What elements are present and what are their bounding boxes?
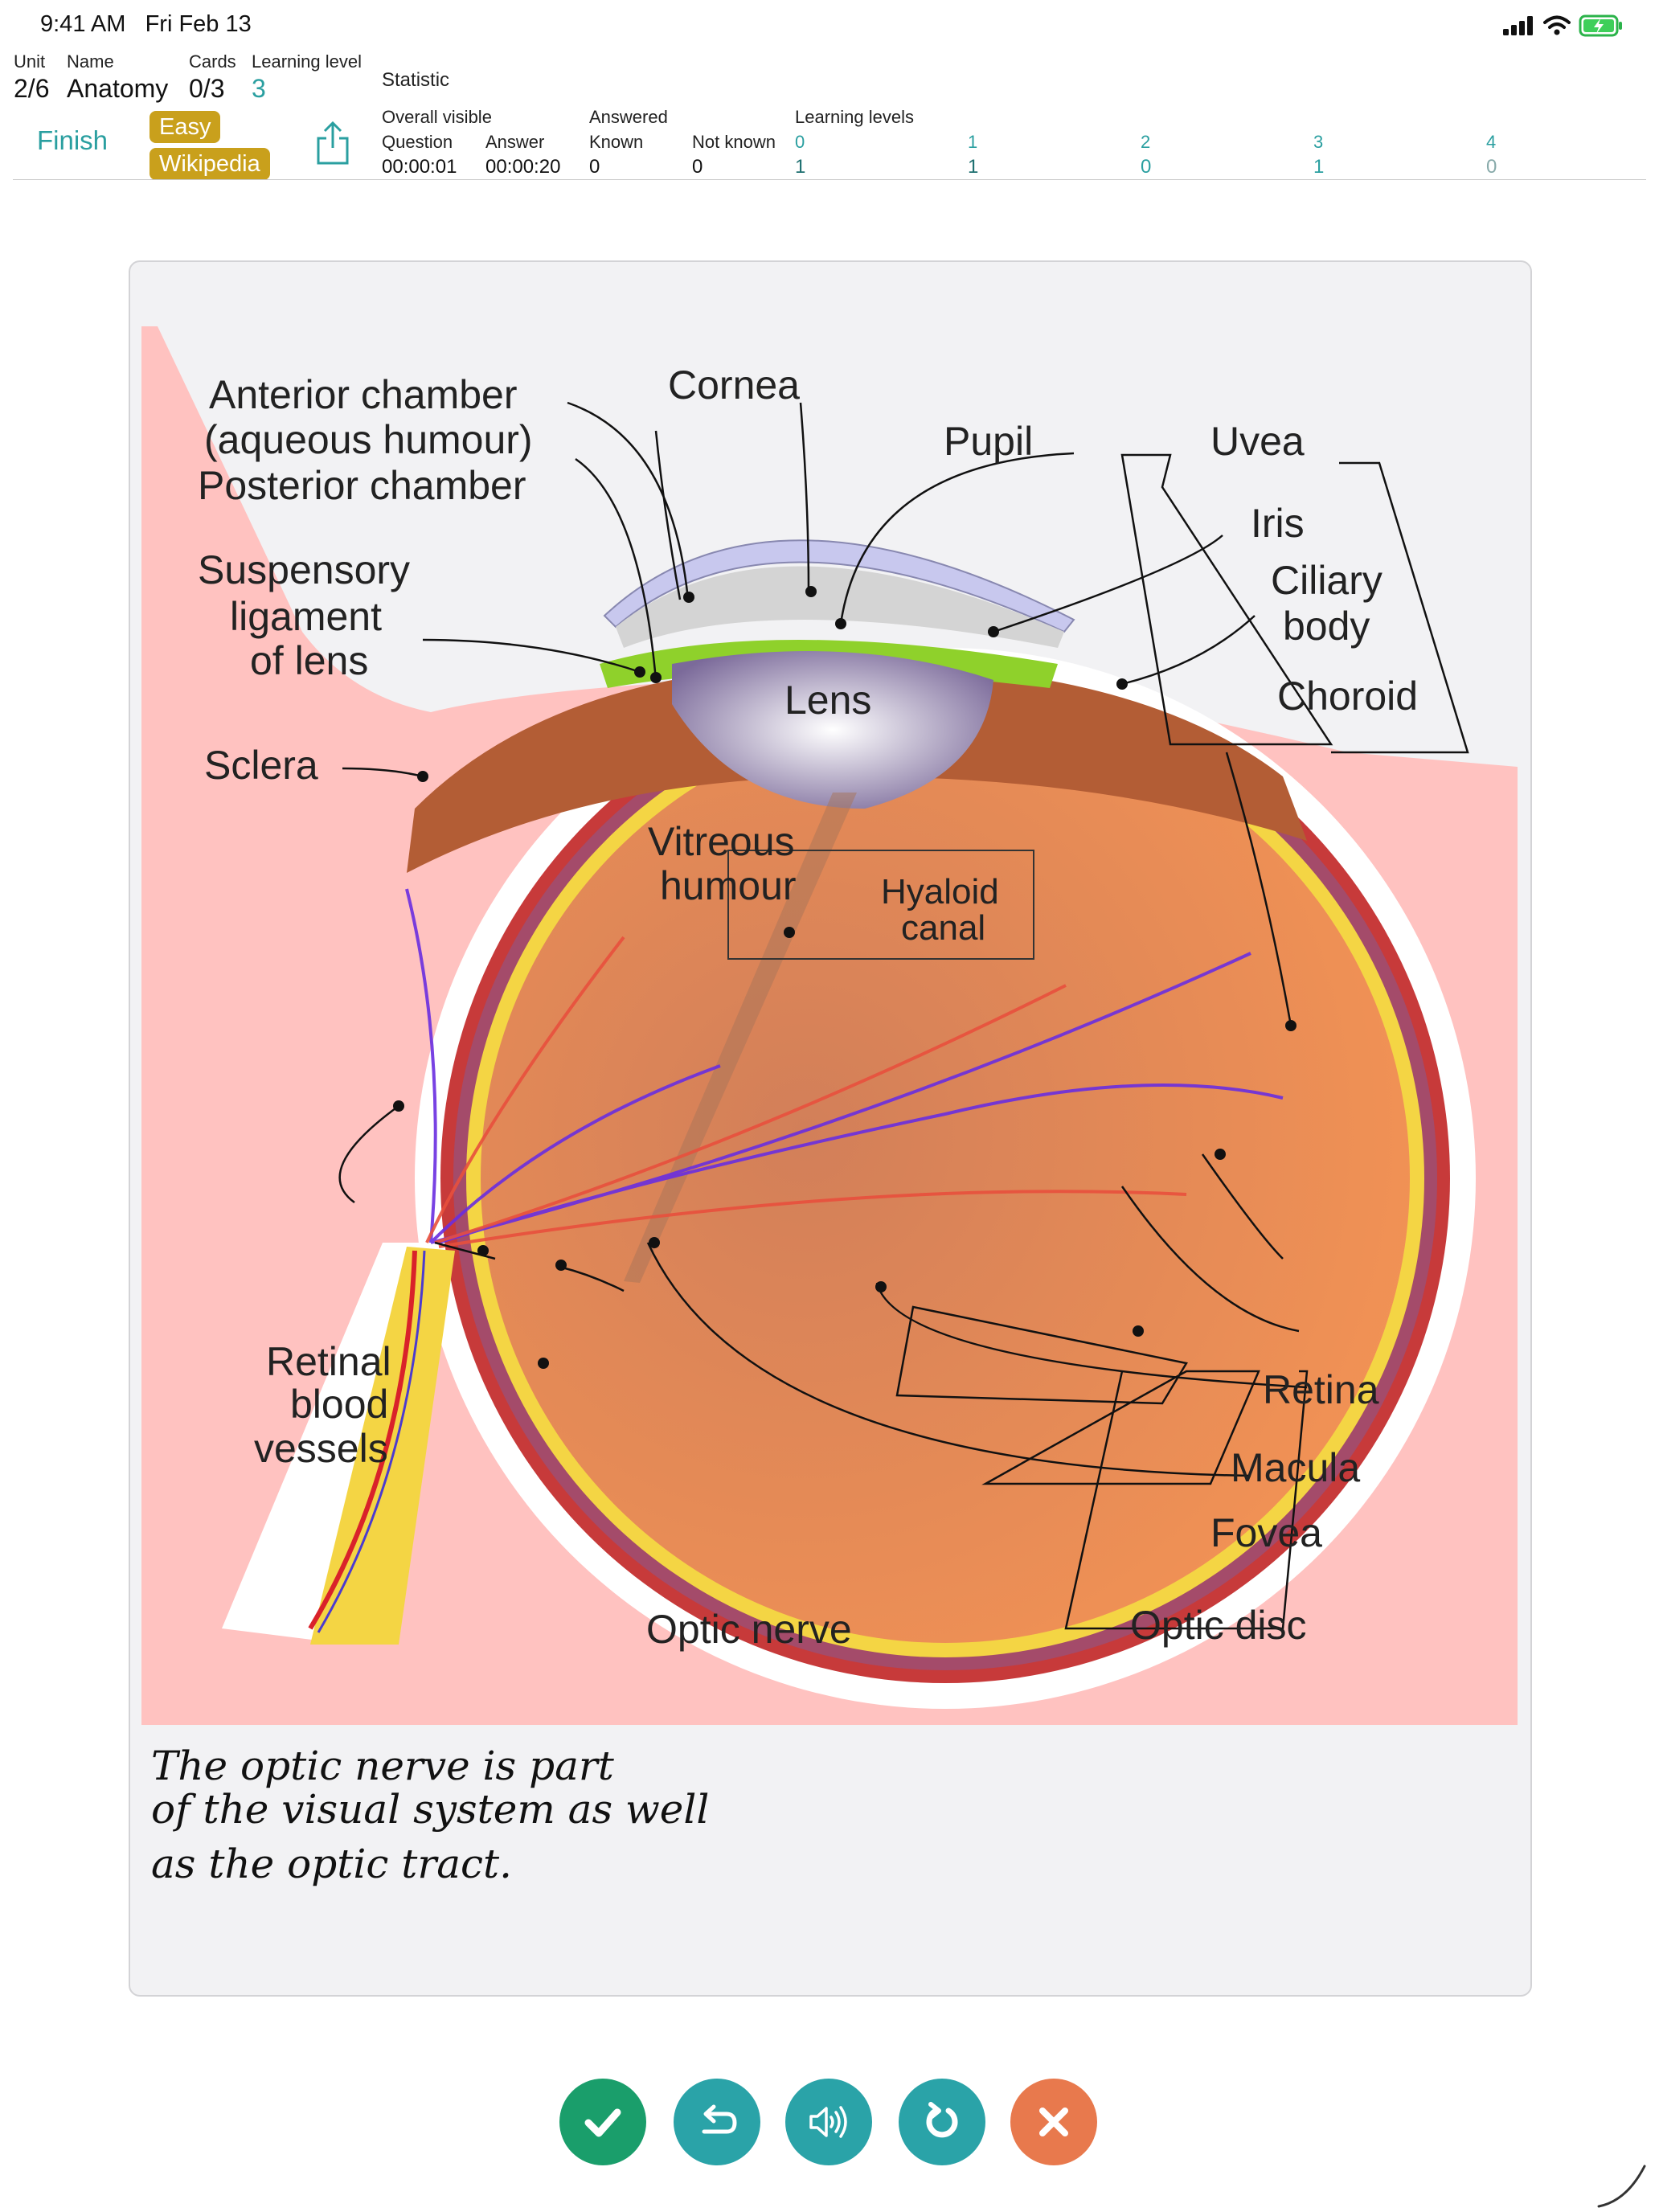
battery-charging-icon — [1579, 14, 1622, 37]
label-macula: Macula — [1231, 1445, 1360, 1490]
speaker-icon — [809, 2106, 847, 2138]
label-sclera: Sclera — [204, 743, 318, 788]
label-retinal-2: blood — [290, 1382, 388, 1427]
name-value: Anatomy — [67, 74, 169, 103]
learning-level-value: 3 — [252, 74, 266, 103]
label-anterior-chamber: Anterior chamber — [209, 372, 518, 417]
label-lens: Lens — [784, 678, 871, 723]
known-value: 0 — [589, 156, 600, 178]
answer-time: 00:00:20 — [485, 156, 561, 178]
status-bar-time: 9:41 AM Fri Feb 13 — [40, 11, 252, 38]
level-2-count: 0 — [1141, 156, 1152, 178]
undo-button[interactable] — [674, 2079, 760, 2165]
share-icon — [317, 121, 349, 165]
label-suspensory-3: of lens — [250, 638, 368, 683]
close-icon — [1039, 2108, 1068, 2136]
cornea-shape — [603, 539, 1075, 633]
label-optic-nerve: Optic nerve — [646, 1607, 852, 1652]
cellular-signal-icon — [1503, 16, 1533, 35]
share-button[interactable] — [315, 121, 350, 166]
cards-label: Cards — [189, 51, 236, 72]
level-1-count: 1 — [968, 156, 979, 178]
label-vitreous-1: Vitreous — [648, 819, 795, 864]
label-aqueous-humour: (aqueous humour) — [204, 417, 533, 462]
label-pupil: Pupil — [944, 419, 1033, 464]
level-4-label: 4 — [1486, 132, 1497, 152]
question-time: 00:00:01 — [382, 156, 457, 178]
level-4-count: 0 — [1486, 156, 1497, 178]
wifi-icon — [1543, 15, 1571, 35]
label-posterior-chamber: Posterior chamber — [198, 463, 526, 508]
not-known-value: 0 — [692, 156, 703, 178]
cards-value: 0/3 — [189, 74, 225, 103]
status-icons — [1503, 14, 1624, 37]
status-date: Fri Feb 13 — [145, 11, 252, 37]
not-known-label: Not known — [692, 132, 776, 152]
unit-label: Unit — [14, 51, 46, 72]
label-suspensory-2: ligament — [230, 594, 382, 639]
label-optic-disc: Optic disc — [1130, 1603, 1307, 1648]
refresh-icon — [926, 2102, 958, 2138]
known-button[interactable] — [559, 2079, 646, 2165]
overall-visible-label: Overall visible — [382, 107, 492, 127]
question-label: Question — [382, 132, 453, 152]
note-line-3: as the optic tract. — [151, 1841, 513, 1887]
label-uvea: Uvea — [1210, 419, 1305, 464]
level-0-label: 0 — [795, 132, 805, 152]
easy-tag[interactable]: Easy — [150, 111, 221, 143]
finish-button[interactable]: Finish — [37, 125, 109, 155]
unit-value: 2/6 — [14, 74, 50, 103]
wikipedia-tag[interactable]: Wikipedia — [150, 148, 270, 180]
speak-button[interactable] — [785, 2079, 872, 2165]
learning-levels-label: Learning levels — [795, 107, 914, 127]
optic-nerve-shape — [222, 1243, 431, 1645]
level-1-label: 1 — [968, 132, 978, 152]
label-retina: Retina — [1263, 1367, 1379, 1412]
known-label: Known — [589, 132, 644, 152]
level-3-count: 1 — [1313, 156, 1325, 178]
learning-level-label: Learning level — [252, 51, 362, 72]
anterior-chamber — [616, 566, 1064, 648]
level-2-label: 2 — [1141, 132, 1151, 152]
label-fovea: Fovea — [1210, 1510, 1322, 1555]
hyaloid-box — [727, 850, 1034, 960]
label-hyaloid-2: canal — [901, 908, 985, 948]
answered-label: Answered — [589, 107, 668, 127]
label-hyaloid-1: Hyaloid — [881, 872, 999, 911]
eye-diagram: Anterior chamber (aqueous humour) Poster… — [141, 326, 1518, 1725]
name-label: Name — [67, 51, 114, 72]
level-0-count: 1 — [795, 156, 806, 178]
undo-icon — [702, 2104, 737, 2134]
label-retinal-1: Retinal — [266, 1339, 391, 1384]
statistic-title: Statistic — [382, 69, 450, 91]
label-ciliary-2: body — [1283, 604, 1370, 649]
label-cornea: Cornea — [668, 363, 800, 408]
vitreous-body — [481, 714, 1410, 1643]
label-retinal-3: vessels — [254, 1426, 388, 1471]
status-time: 9:41 AM — [40, 11, 126, 37]
level-3-label: 3 — [1313, 132, 1324, 152]
repeat-button[interactable] — [899, 2079, 985, 2165]
note-line-2: of the visual system as well — [151, 1786, 710, 1833]
header-divider — [13, 179, 1646, 180]
label-suspensory-1: Suspensory — [198, 547, 410, 592]
label-ciliary-1: Ciliary — [1271, 558, 1382, 603]
note-line-1: The optic nerve is part — [151, 1743, 614, 1789]
pencil-stroke-icon — [1597, 2165, 1646, 2208]
label-iris: Iris — [1251, 501, 1305, 546]
lens-shape — [672, 651, 993, 809]
not-known-button[interactable] — [1010, 2079, 1097, 2165]
label-choroid: Choroid — [1277, 674, 1418, 719]
label-vitreous-2: humour — [660, 863, 797, 908]
answer-label: Answer — [485, 132, 545, 152]
check-icon — [584, 2108, 621, 2137]
